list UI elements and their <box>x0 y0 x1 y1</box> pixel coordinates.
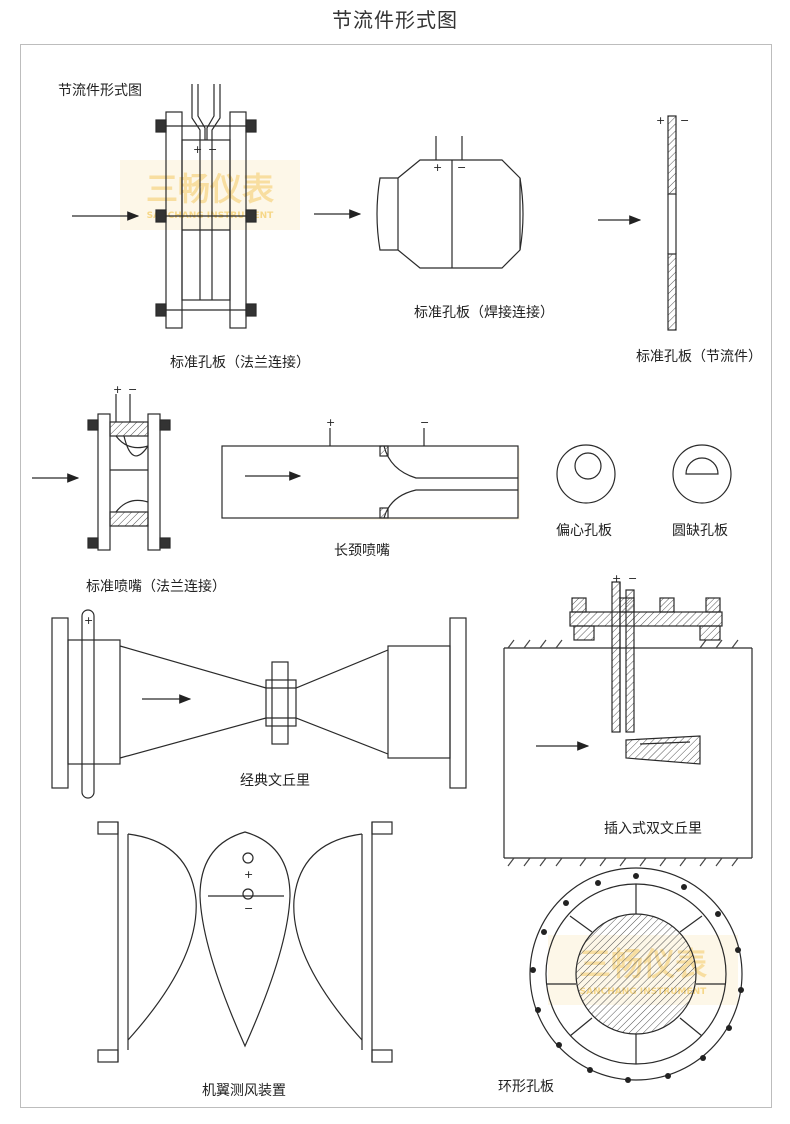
watermark-1: 三畅仪表 SANCHANG INSTRUMENT <box>120 160 300 230</box>
label-wing-device: 机翼测风装置 <box>202 1083 286 1099</box>
svg-text:+: + <box>113 383 122 396</box>
svg-text:+: + <box>433 161 442 174</box>
svg-text:+: + <box>193 143 202 156</box>
svg-text:+: + <box>656 114 665 127</box>
diagram-frame <box>20 44 772 1108</box>
svg-text:+: + <box>84 614 93 627</box>
label-classic-venturi: 经典文丘里 <box>240 773 310 789</box>
label-flange-orifice: 标准孔板（法兰连接） <box>170 355 310 371</box>
label-nozzle-flange: 标准喷嘴（法兰连接） <box>86 579 226 595</box>
label-eccentric-orifice: 偏心孔板 <box>556 523 612 539</box>
label-long-nozzle: 长颈喷嘴 <box>334 543 390 559</box>
annular-orifice-drawing <box>529 867 744 1083</box>
corner-label: 节流件形式图 <box>58 83 142 99</box>
svg-text:−: − <box>128 383 137 396</box>
svg-text:三畅仪表: 三畅仪表 <box>146 170 274 208</box>
long-nozzle-drawing: + − <box>221 416 519 519</box>
page-title: 节流件形式图 <box>332 8 458 32</box>
svg-text:−: − <box>628 572 637 585</box>
svg-text:+: + <box>244 868 253 881</box>
svg-text:−: − <box>244 902 253 915</box>
label-orifice-element: 标准孔板（节流件） <box>636 349 762 365</box>
insertion-venturi-drawing: + − <box>503 572 753 867</box>
svg-text:+: + <box>612 572 621 585</box>
label-segmental-orifice: 圆缺孔板 <box>672 523 728 539</box>
label-welded-orifice: 标准孔板（焊接连接） <box>414 305 554 321</box>
svg-text:−: − <box>680 114 689 127</box>
label-annular-orifice: 环形孔板 <box>498 1079 554 1095</box>
svg-text:−: − <box>420 416 429 429</box>
svg-text:−: − <box>208 143 217 156</box>
wing-device-drawing: + − <box>97 821 393 1063</box>
nozzle-flange-drawing: + − <box>32 383 171 551</box>
flange-orifice-drawing: + − <box>72 84 257 329</box>
classic-venturi-drawing: + <box>51 609 467 799</box>
orifice-element-drawing: + − <box>598 114 689 331</box>
eccentric-orifice-drawing <box>556 444 616 504</box>
welded-orifice-drawing: + − <box>314 136 524 269</box>
label-insertion-venturi: 插入式双文丘里 <box>604 821 702 837</box>
svg-text:+: + <box>326 416 335 429</box>
segmental-orifice-drawing <box>672 444 732 504</box>
svg-text:−: − <box>457 161 466 174</box>
